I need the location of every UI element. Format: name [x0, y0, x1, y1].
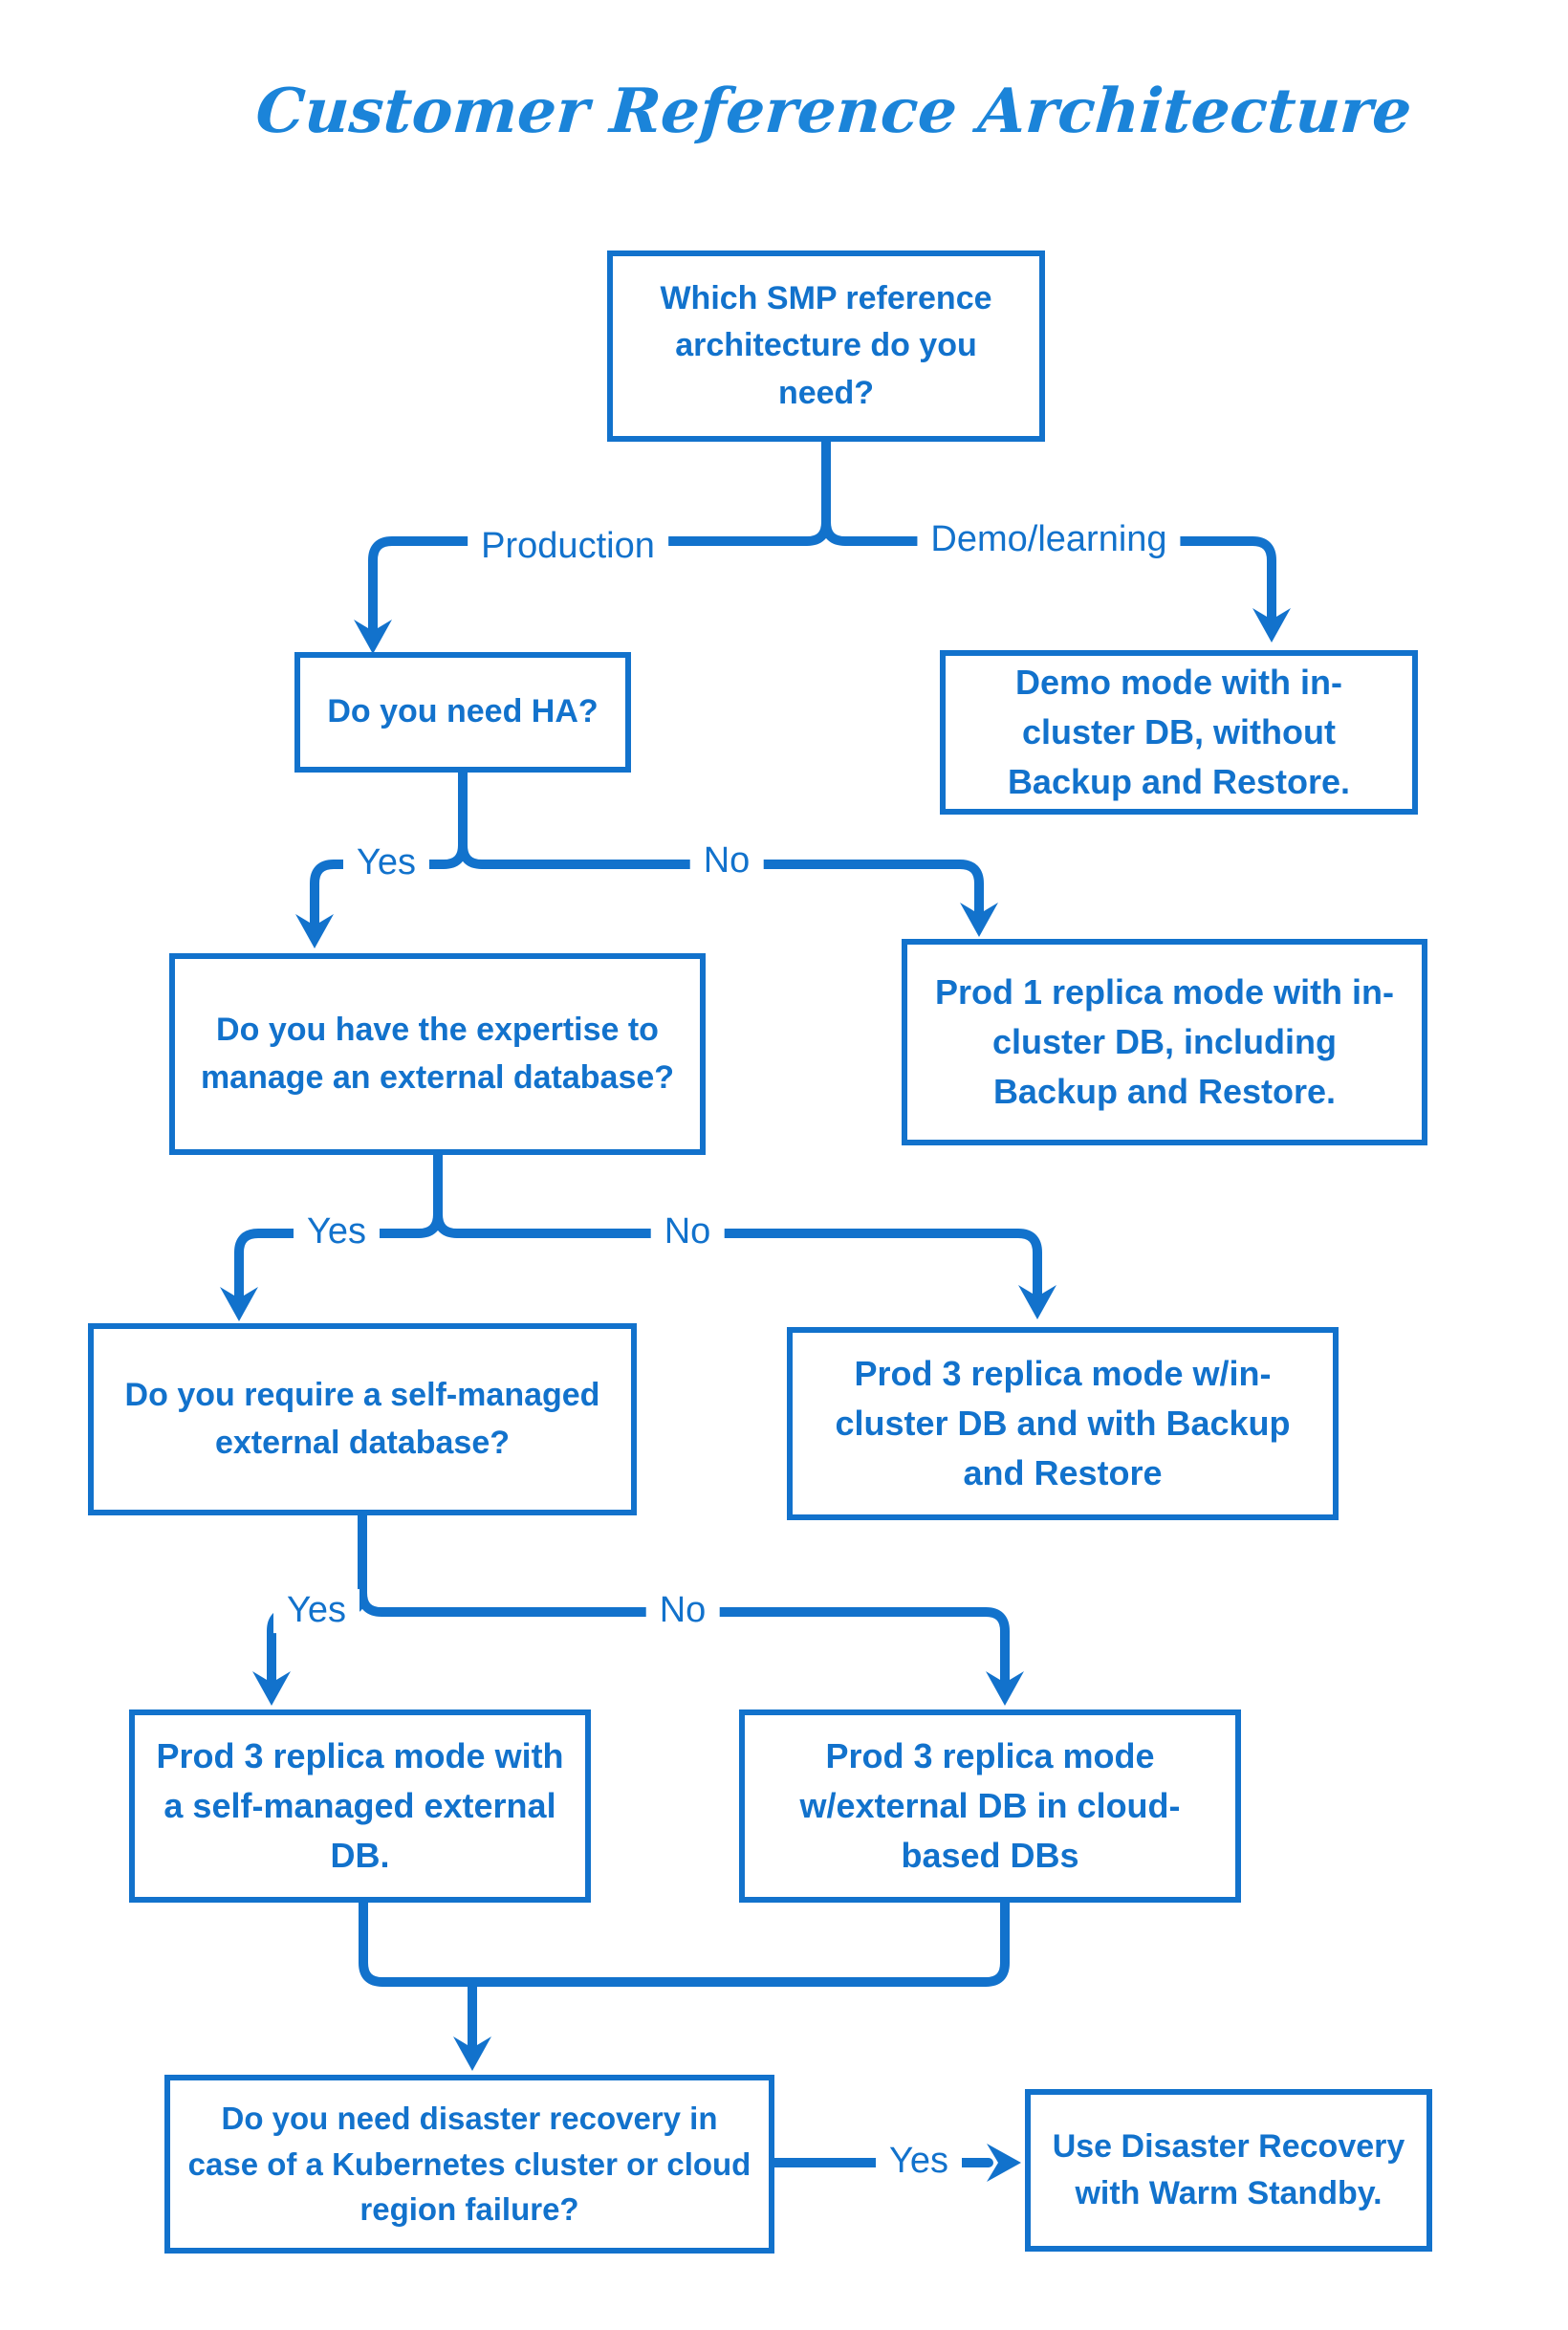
edge-merge-line: [359, 1898, 1010, 1987]
node-self-managed-db-question: Do you require a self-managed external d…: [88, 1323, 637, 1515]
arrow-down-icon: [453, 2036, 491, 2071]
node-disaster-recovery-question: Do you need disaster recovery in case of…: [164, 2075, 774, 2254]
node-warm-standby-result: Use Disaster Recovery with Warm Standby.: [1025, 2089, 1432, 2252]
edge-ha-no-line: [458, 840, 984, 919]
node-need-ha-question: Do you need HA?: [294, 652, 631, 773]
edge-label-expertise-no: No: [650, 1210, 725, 1254]
edge-label-demo-learning: Demo/learning: [917, 518, 1181, 562]
edge-label-expertise-yes: Yes: [294, 1210, 380, 1254]
node-expertise-question: Do you have the expertise to manage an e…: [169, 953, 706, 1155]
edge-label-production: Production: [468, 525, 668, 569]
arrow-right-icon: [987, 2144, 1021, 2182]
edge-label-ha-no: No: [689, 839, 764, 883]
arrow-down-icon: [1252, 608, 1291, 642]
arrow-down-icon: [252, 1671, 291, 1706]
arrow-down-icon: [960, 903, 998, 937]
edge-label-selfmanaged-no: No: [645, 1589, 720, 1633]
arrow-down-icon: [295, 914, 334, 948]
edge-label-dr-yes: Yes: [876, 2140, 962, 2184]
edge-label-selfmanaged-yes: Yes: [273, 1589, 359, 1633]
arrow-down-icon: [220, 1287, 258, 1321]
edge-demo-line: [821, 517, 1276, 624]
node-demo-mode-result: Demo mode with in-cluster DB, without Ba…: [940, 650, 1418, 815]
edge-selfmanaged-no-line: [358, 1588, 1010, 1688]
arrow-down-icon: [1018, 1285, 1056, 1319]
node-prod1-replica-result: Prod 1 replica mode with in-cluster DB, …: [902, 939, 1427, 1145]
edge-expertise-no-line: [433, 1209, 1042, 1301]
arrow-down-icon: [354, 620, 392, 654]
node-prod3-selfmanaged-result: Prod 3 replica mode with a self-managed …: [129, 1709, 591, 1903]
node-which-architecture-question: Which SMP reference architecture do you …: [607, 250, 1045, 442]
node-prod3-cloud-result: Prod 3 replica mode w/external DB in clo…: [739, 1709, 1241, 1903]
edge-label-ha-yes: Yes: [343, 841, 429, 885]
arrow-down-icon: [986, 1671, 1024, 1706]
node-prod3-incluster-result: Prod 3 replica mode w/in-cluster DB and …: [787, 1327, 1339, 1520]
